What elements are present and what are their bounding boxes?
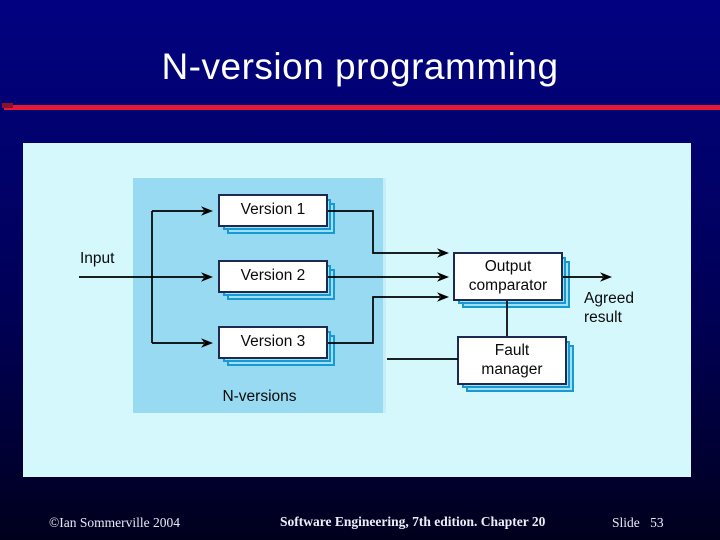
version-2-label: Version 2: [240, 267, 306, 285]
fault-manager-box: Fault manager: [457, 336, 567, 385]
output-comparator-label-line1: Output: [484, 257, 532, 275]
agreed-result-line1: Agreed: [584, 290, 634, 307]
title-rule: [4, 105, 720, 110]
version-3-label: Version 3: [240, 333, 306, 351]
footer-book-title: Software Engineering, 7th edition. Chapt…: [280, 514, 546, 529]
fault-manager-label-line1: Fault: [494, 341, 530, 359]
version-1-label: Version 1: [240, 201, 306, 219]
version-3-box: Version 3: [218, 326, 328, 359]
footer-copyright: ©Ian Sommerville 2004: [49, 515, 180, 530]
n-versions-label: N-versions: [222, 388, 297, 405]
output-comparator-label-line2: comparator: [468, 276, 548, 294]
agreed-result-line2: result: [584, 308, 622, 326]
version-2-box: Version 2: [218, 260, 328, 293]
agreed-result-label: Agreed result: [584, 290, 634, 327]
title-rule-accent: [2, 103, 13, 108]
slide-title: N-version programming: [161, 46, 559, 87]
version-1-box: Version 1: [218, 194, 328, 227]
footer-slide-number: Slide 53: [612, 515, 664, 530]
input-label: Input: [80, 250, 115, 267]
fault-manager-label-line2: manager: [481, 360, 543, 378]
output-comparator-box: Output comparator: [453, 252, 563, 301]
